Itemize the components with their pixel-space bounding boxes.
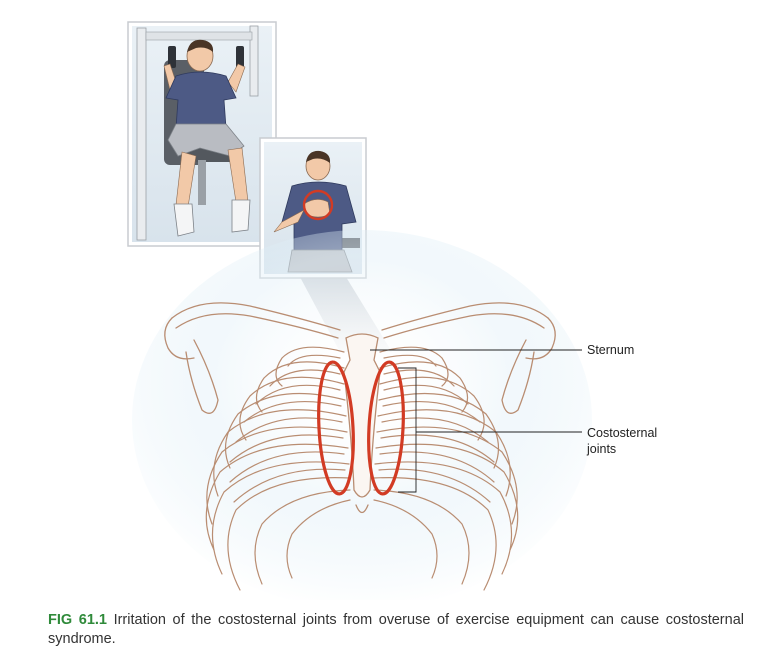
- rib-cage-illustration: [132, 230, 592, 600]
- costosternal-joint-highlight-left: [317, 360, 355, 496]
- figure-number: FIG 61.1: [48, 612, 107, 628]
- ribs-left: [205, 346, 351, 591]
- sternum-label: Sternum: [587, 343, 634, 357]
- ribs-right: [373, 346, 519, 591]
- costosternal-bracket: [398, 367, 417, 493]
- pain-highlight-ring: [302, 189, 334, 221]
- costosternal-joint-highlight-right: [367, 360, 405, 496]
- exercise-machine-panel: [127, 21, 277, 247]
- costosternal-illustration: Sternum Costosternal joints: [127, 21, 657, 600]
- costosternal-label-line1: Costosternal: [587, 426, 657, 440]
- figure-caption-text: Irritation of the costosternal joints fr…: [48, 612, 744, 647]
- costosternal-label-line2: joints: [586, 442, 616, 456]
- figure-caption: FIG 61.1 Irritation of the costosternal …: [48, 611, 744, 649]
